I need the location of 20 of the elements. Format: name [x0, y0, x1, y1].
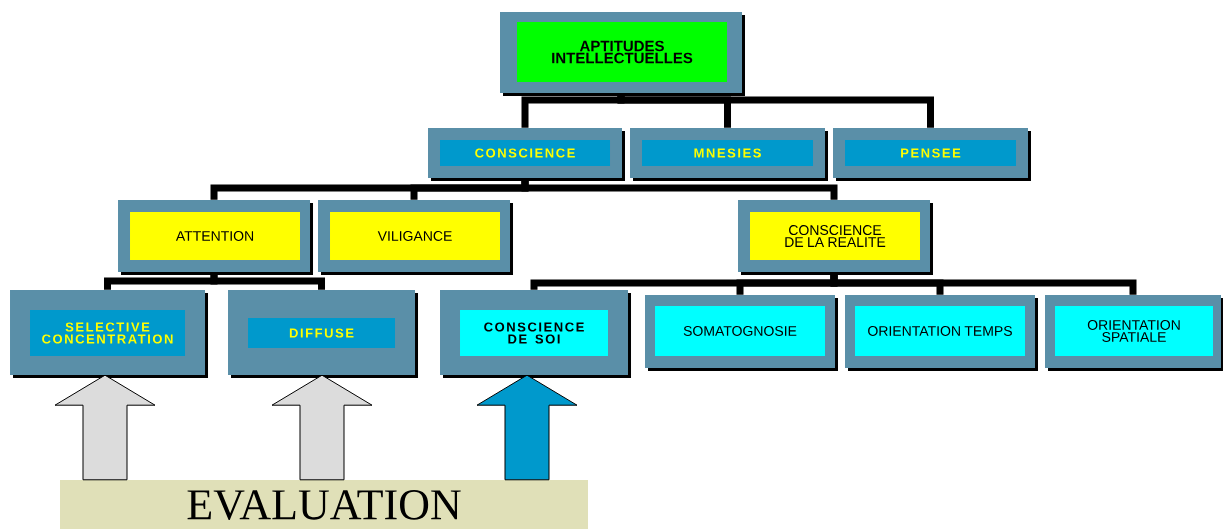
box: SOMATOGNOSIE [645, 295, 838, 371]
block-arrow [476, 374, 578, 481]
box: ATTENTION [118, 200, 313, 275]
box: MNESIES [630, 128, 828, 181]
box: ORIENTATION SPATIALE [1045, 295, 1223, 371]
connector [210, 272, 325, 290]
box: CONSCIENCE [428, 128, 625, 181]
box: ORIENTATION TEMPS [845, 295, 1038, 371]
block-arrow [271, 374, 373, 481]
box: DIFFUSE [228, 290, 418, 378]
node-label: APTITUDES INTELLECTUELLES [552, 40, 693, 64]
evaluation-box: EVALUATION [60, 480, 588, 529]
box: PENSEE [833, 128, 1031, 181]
box: APTITUDES INTELLECTUELLES [500, 12, 745, 96]
box: VILIGANCE [318, 200, 513, 275]
box: CONSCIENCE DE LA REALITE [738, 200, 933, 275]
connector [521, 178, 838, 200]
box: CONSCIENCE DE SOI [440, 290, 631, 378]
box: SELECTIVE CONCENTRATION [10, 290, 208, 378]
block-arrow [54, 374, 156, 481]
